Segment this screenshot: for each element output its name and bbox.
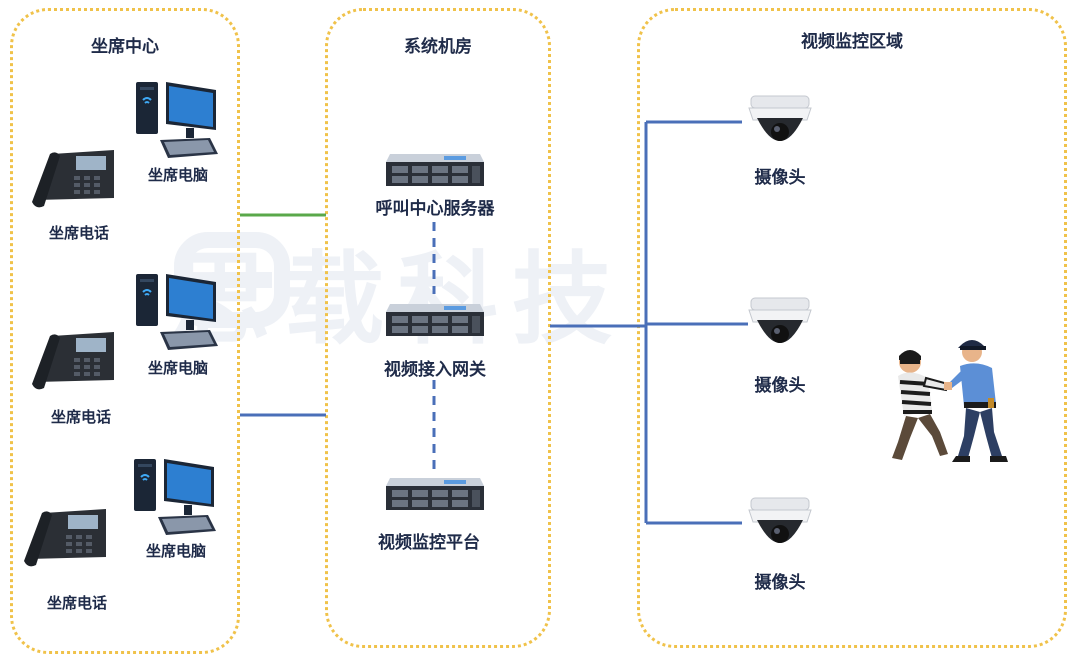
rack-server-icon <box>386 154 484 186</box>
rack-server-icon <box>386 304 484 336</box>
pc-icon <box>134 459 216 535</box>
pc-icon <box>136 82 218 158</box>
server-room-zone <box>325 8 551 648</box>
dome-camera-icon <box>748 297 812 343</box>
video-area-title: 视频监控区域 <box>801 32 903 52</box>
police-catching-thief-icon <box>892 340 1008 462</box>
rack-server-icon <box>386 478 484 510</box>
desk-phone-icon <box>32 150 114 208</box>
call-center-server-label: 呼叫中心服务器 <box>375 199 495 219</box>
phone-label: 坐席电话 <box>50 408 111 426</box>
dome-camera-icon <box>748 95 812 141</box>
video-gateway-label: 视频接入网关 <box>384 360 486 380</box>
pc-label: 坐席电脑 <box>145 542 206 560</box>
video-area-zone <box>637 8 1067 648</box>
camera-label: 摄像头 <box>754 376 806 396</box>
agent-center-title: 坐席中心 <box>91 37 159 57</box>
pc-label: 坐席电脑 <box>147 166 208 184</box>
desk-phone-icon <box>24 509 106 567</box>
desk-phone-icon <box>32 332 114 390</box>
camera-label: 摄像头 <box>754 168 806 188</box>
dome-camera-icon <box>748 497 812 543</box>
agent-center-zone <box>10 8 240 654</box>
server-room-title: 系统机房 <box>404 37 472 57</box>
pc-label: 坐席电脑 <box>147 359 208 377</box>
phone-label: 坐席电话 <box>46 594 107 612</box>
camera-label: 摄像头 <box>754 573 806 593</box>
watermark-text: 思载科技 <box>170 241 626 358</box>
phone-label: 坐席电话 <box>48 224 109 242</box>
pc-icon <box>136 274 218 350</box>
video-platform-label: 视频监控平台 <box>378 533 480 553</box>
